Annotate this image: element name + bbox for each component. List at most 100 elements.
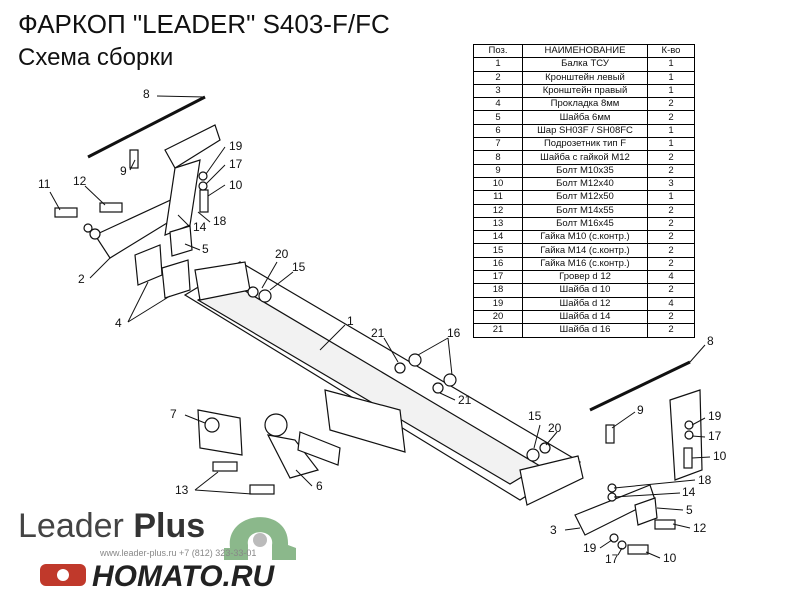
callout-20b: 20	[548, 421, 562, 435]
callout-5b: 5	[686, 503, 693, 517]
tow-ball	[264, 413, 341, 479]
col-header-pos: Поз.	[473, 43, 523, 59]
cell-name: Кронштейн правый	[522, 83, 648, 99]
cell-pos: 18	[473, 283, 523, 298]
cell-name: Гайка М10 (с.контр.)	[522, 230, 648, 245]
homato-logo-icon	[40, 564, 86, 586]
callout-17b: 17	[708, 429, 722, 443]
callout-14: 14	[193, 220, 207, 234]
cell-name: Гайка М16 (с.контр.)	[522, 256, 648, 272]
cell-pos: 15	[473, 243, 523, 258]
spacer-plates	[134, 225, 658, 526]
callout-5: 5	[202, 242, 209, 256]
cell-pos: 20	[473, 309, 523, 325]
cell-qty: 2	[647, 230, 695, 245]
callout-21: 21	[371, 326, 385, 340]
callout-1: 1	[347, 314, 354, 328]
cell-pos: 4	[473, 97, 523, 112]
logo-brand-bold: Plus	[133, 507, 206, 545]
cell-pos: 1	[473, 57, 523, 72]
cell-name: Подрозетник тип F	[522, 137, 648, 152]
page-title: ФАРКОП "LEADER" S403-F/FC	[18, 9, 390, 39]
cell-qty: 1	[647, 137, 695, 152]
callout-18: 18	[213, 214, 227, 228]
cell-pos: 7	[473, 137, 523, 152]
cell-pos: 12	[473, 203, 523, 218]
callout-17: 17	[229, 157, 243, 171]
leader-lines	[49, 95, 711, 559]
cell-name: Болт М16х45	[522, 216, 648, 232]
callout-7: 7	[170, 407, 177, 421]
cell-name: Болт М10х35	[522, 163, 648, 178]
cell-name: Болт М12х40	[522, 176, 648, 192]
cell-qty: 2	[647, 203, 695, 218]
col-header-name: НАИМЕНОВАНИЕ	[522, 43, 648, 59]
cell-name: Шайба 6мм	[522, 110, 648, 125]
cell-qty: 1	[647, 57, 695, 72]
callout-19: 19	[229, 139, 243, 153]
cell-qty: 1	[647, 83, 695, 99]
callout-20: 20	[275, 247, 289, 261]
cell-pos: 21	[473, 323, 523, 338]
cell-pos: 13	[473, 216, 523, 232]
cell-qty: 1	[647, 123, 695, 139]
cell-pos: 6	[473, 123, 523, 139]
cell-pos: 11	[473, 190, 523, 205]
col-header-qty: К-во	[647, 43, 695, 59]
callout-8: 8	[143, 87, 150, 101]
cell-name: Балка ТСУ	[522, 57, 648, 72]
page-subtitle: Схема сборки	[18, 44, 174, 71]
cell-qty: 2	[647, 110, 695, 125]
cell-qty: 1	[647, 190, 695, 205]
logo-contact: www.leader-plus.ru +7 (812) 323-33-01	[100, 548, 257, 558]
callout-2: 2	[78, 272, 85, 286]
cell-pos: 10	[473, 176, 523, 192]
callout-4: 4	[115, 316, 122, 330]
cell-qty: 4	[647, 270, 695, 285]
callout-3: 3	[550, 523, 557, 537]
cell-qty: 2	[647, 216, 695, 232]
cell-pos: 3	[473, 83, 523, 99]
callout-18b: 18	[698, 473, 712, 487]
cell-pos: 16	[473, 256, 523, 272]
callout-10b: 10	[713, 449, 727, 463]
cell-name: Шайба d 12	[522, 296, 648, 311]
cell-name: Болт М14х55	[522, 203, 648, 218]
bolts	[54, 149, 693, 555]
cell-qty: 2	[647, 283, 695, 298]
cell-qty: 2	[647, 309, 695, 325]
callout-labels: 8 9 19 17 10 11 12 18 14 5 2 4 20 15 1 2…	[38, 87, 727, 566]
mount-rods	[87, 95, 691, 412]
cell-pos: 14	[473, 230, 523, 245]
cell-name: Кронштейн левый	[522, 70, 648, 85]
callout-12b: 12	[693, 521, 707, 535]
cell-qty: 2	[647, 256, 695, 272]
cell-name: Прокладка 8мм	[522, 97, 648, 112]
callout-19b: 19	[708, 409, 722, 423]
tow-beam	[183, 261, 584, 506]
homato-logo-text: HOMATO.RU	[92, 560, 275, 593]
callout-21b: 21	[458, 393, 472, 407]
cell-name: Шайба d 14	[522, 309, 648, 325]
logo-brand: Leader	[18, 507, 124, 545]
cell-name: Шайба d 16	[522, 323, 648, 338]
cell-pos: 9	[473, 163, 523, 178]
cell-qty: 1	[647, 70, 695, 85]
